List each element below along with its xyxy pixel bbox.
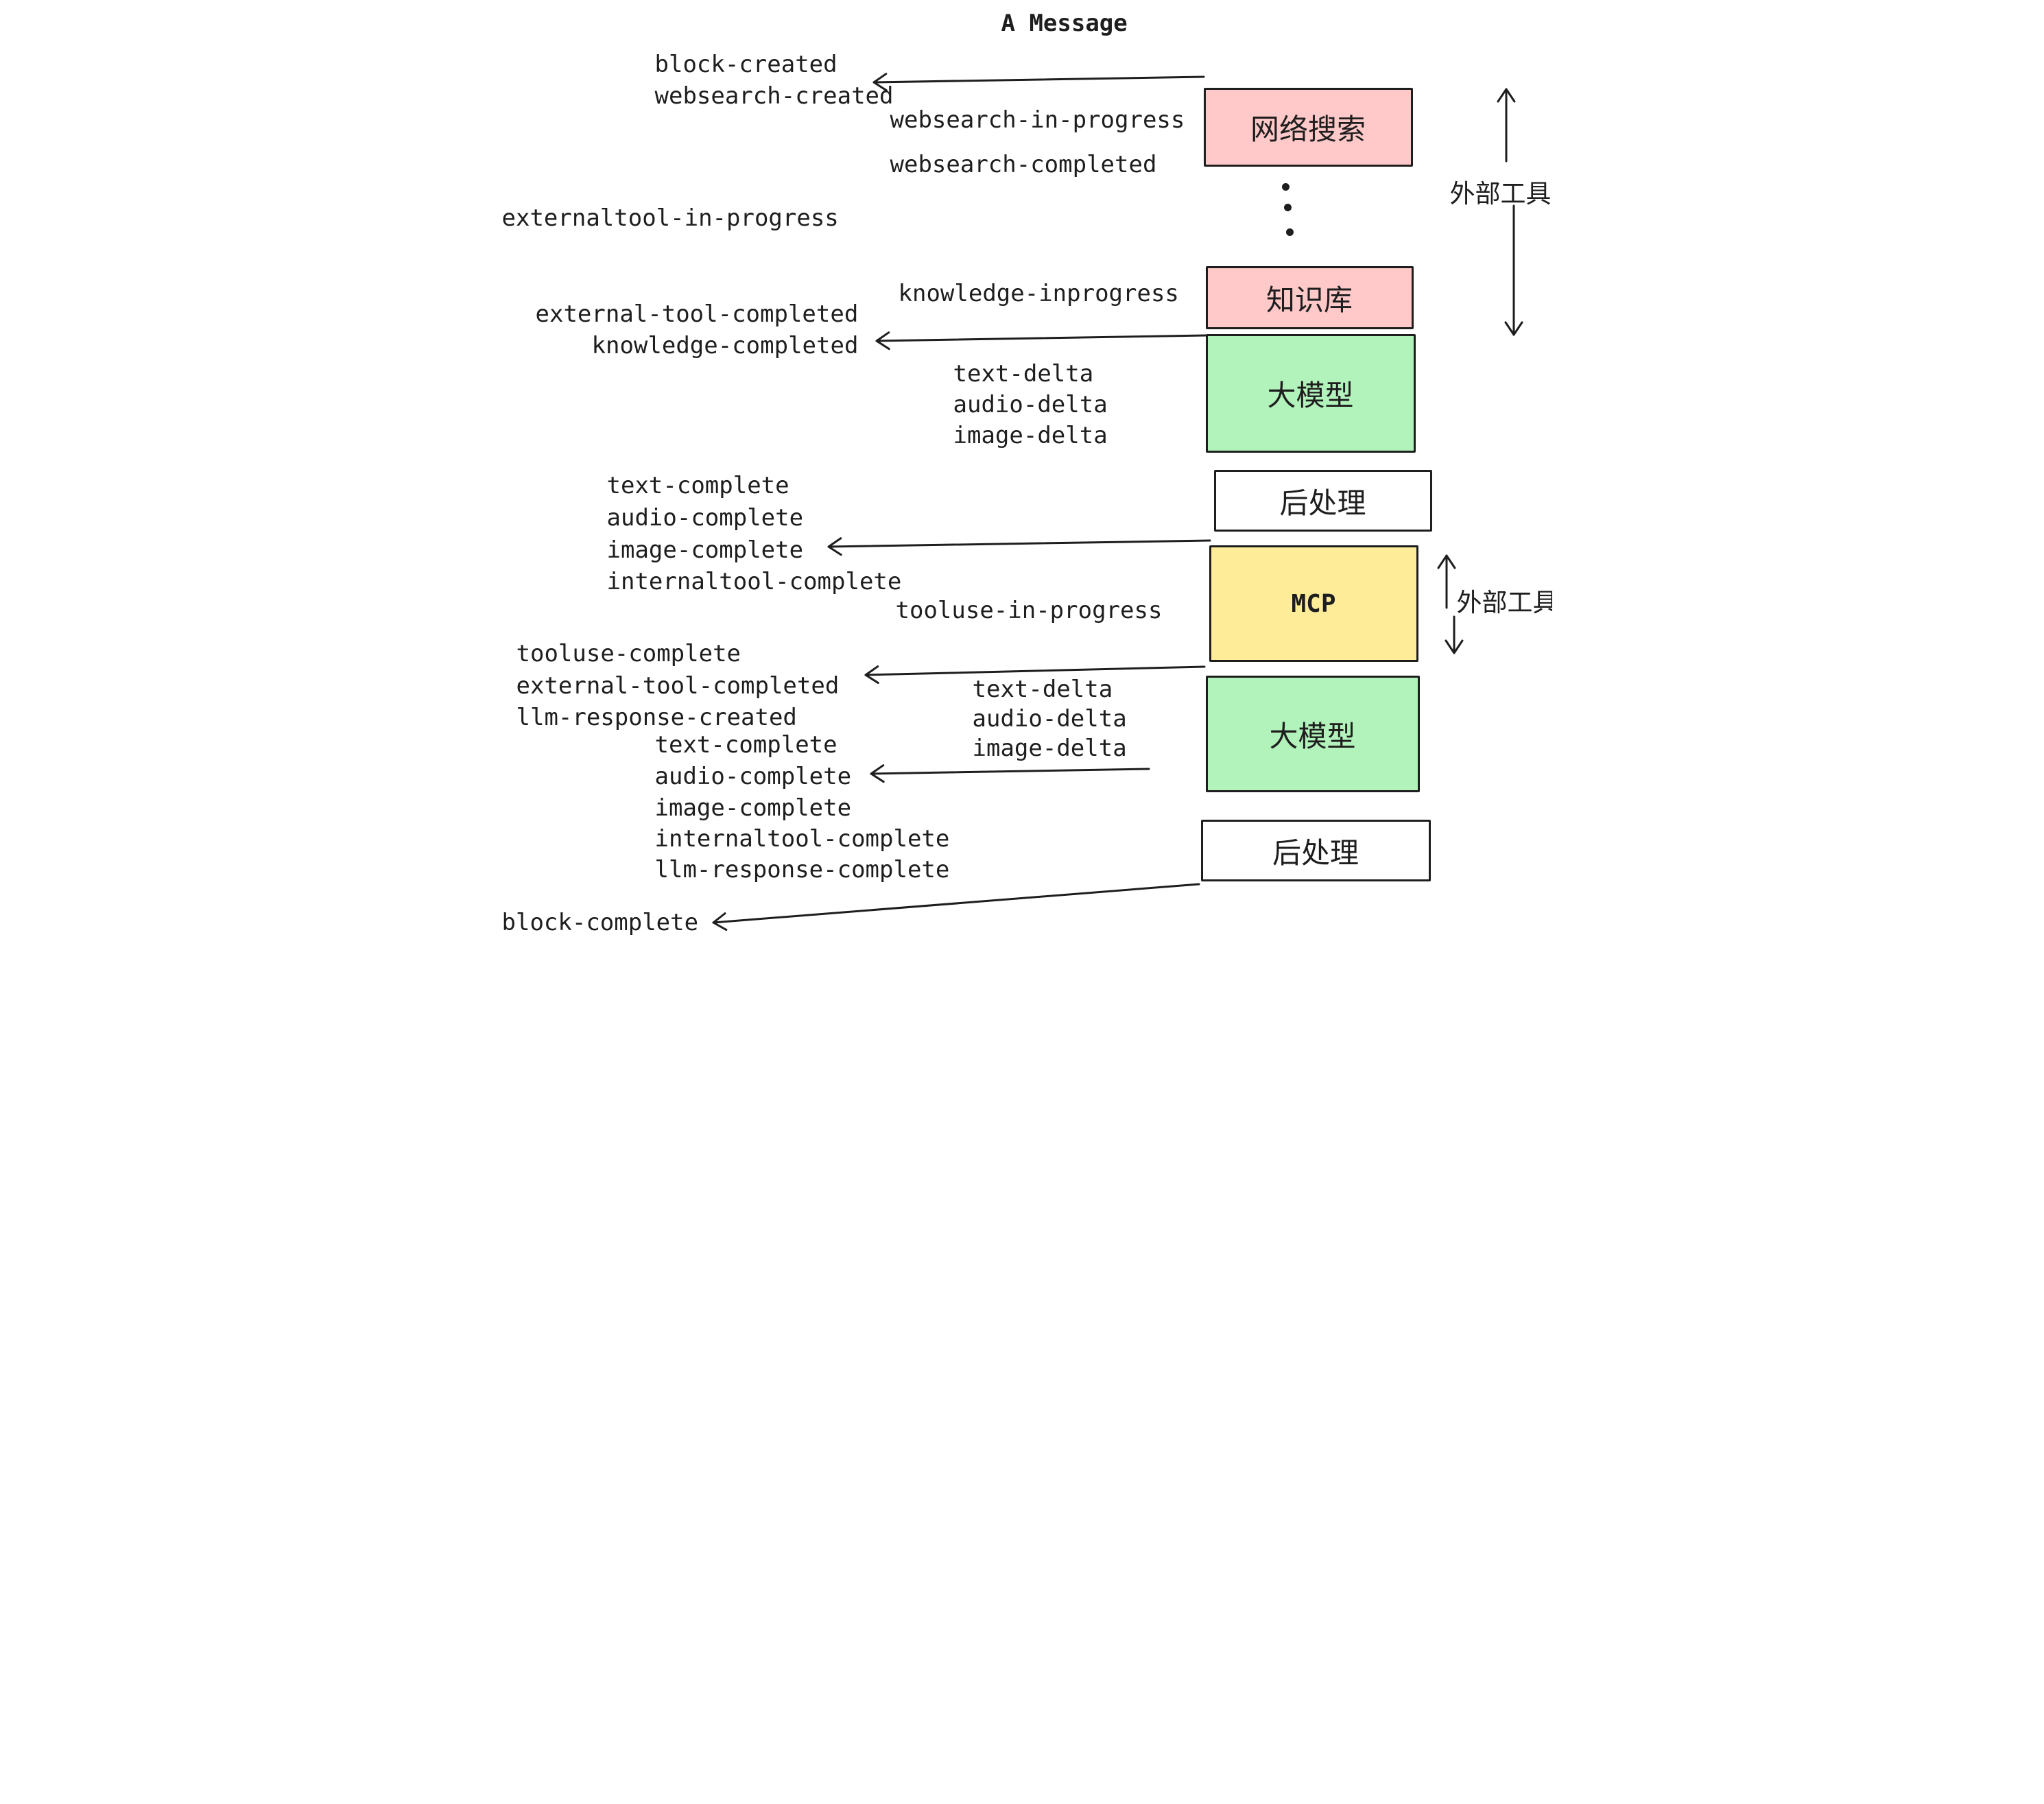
event-text-complete: text-complete [606, 472, 789, 499]
box-post-2: 后处理 [1200, 820, 1431, 881]
arrow-block-complete [712, 883, 1200, 931]
box-llm-2: 大模型 [1205, 676, 1420, 792]
box-llm-1-label: 大模型 [1267, 379, 1354, 412]
event-block-created: block-created [654, 51, 837, 78]
box-post-2-label: 后处理 [1272, 835, 1359, 870]
arrow-llm-complete [870, 764, 1150, 783]
arrow-knowledge-completed [875, 331, 1207, 351]
box-post-1-label: 后处理 [1279, 486, 1366, 520]
box-websearch: 网络搜索 [1203, 88, 1413, 167]
arrow-tooluse-complete [864, 665, 1205, 685]
event-image-delta-2: image-delta [972, 735, 1127, 762]
box-llm-1: 大模型 [1205, 334, 1416, 453]
event-text-delta-2: text-delta [972, 676, 1113, 703]
box-llm-2-label: 大模型 [1269, 719, 1356, 753]
side-label-external-tools-bottom: 外部工具 [1456, 588, 1552, 617]
event-internaltool-complete-2: internaltool-complete [654, 825, 950, 853]
box-post-1: 后处理 [1213, 470, 1432, 532]
event-audio-delta: audio-delta [953, 391, 1108, 418]
event-audio-delta-2: audio-delta [972, 705, 1127, 733]
event-websearch-completed: websearch-completed [890, 151, 1157, 178]
event-image-complete-2: image-complete [654, 794, 852, 822]
ellipsis-dot-2 [1283, 204, 1292, 211]
event-internaltool-complete: internaltool-complete [606, 568, 902, 595]
side-label-external-tools-top: 外部工具 [1449, 179, 1552, 209]
event-external-tool-completed-2: external-tool-completed [516, 672, 840, 700]
event-knowledge-completed: knowledge-completed [591, 332, 859, 359]
event-image-delta: image-delta [953, 422, 1108, 449]
event-block-complete: block-complete [501, 909, 699, 935]
event-audio-complete-2: audio-complete [654, 763, 852, 790]
ellipsis-dot-1 [1281, 183, 1290, 191]
event-llm-response-complete: llm-response-complete [654, 856, 950, 883]
event-knowledge-inprogress: knowledge-inprogress [898, 280, 1179, 307]
box-websearch-label: 网络搜索 [1250, 112, 1366, 146]
diagram-canvas: A Message block-created websearch-create… [492, 0, 1552, 935]
ellipsis-dot-3 [1285, 228, 1294, 236]
event-websearch-in-progress: websearch-in-progress [890, 106, 1185, 134]
event-text-delta: text-delta [953, 360, 1094, 388]
event-llm-response-created: llm-response-created [516, 704, 797, 731]
arrow-internaltool-complete [827, 537, 1211, 556]
box-mcp-label: MCP [1291, 589, 1336, 618]
event-externaltool-in-progress: externaltool-in-progress [501, 204, 839, 232]
page-title: A Message [1001, 10, 1128, 37]
box-knowledge-label: 知识库 [1265, 283, 1353, 317]
arrow-layer [712, 73, 1523, 931]
event-audio-complete: audio-complete [606, 504, 804, 532]
box-knowledge: 知识库 [1205, 266, 1414, 329]
box-mcp: MCP [1209, 545, 1418, 662]
event-text-complete-2: text-complete [654, 731, 837, 759]
event-tooluse-complete: tooluse-complete [516, 640, 741, 667]
arrow-websearch-created [872, 73, 1204, 92]
event-external-tool-completed: external-tool-completed [535, 300, 859, 328]
event-image-complete: image-complete [606, 536, 804, 564]
event-websearch-created: websearch-created [654, 82, 894, 110]
event-tooluse-in-progress: tooluse-in-progress [895, 597, 1163, 624]
